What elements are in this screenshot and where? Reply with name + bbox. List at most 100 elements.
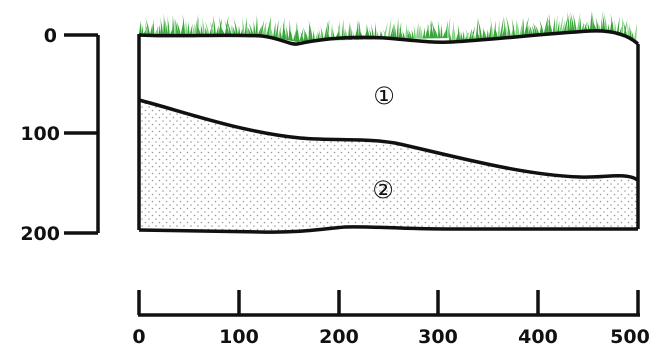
grass-blade [323, 20, 329, 41]
layer-1-label: ① [373, 82, 395, 110]
depth-tick-label-100: 100 [20, 123, 60, 145]
grass-blade [341, 18, 344, 41]
grass-blade [528, 25, 531, 36]
grass-blade [145, 17, 150, 35]
grass-blade [308, 22, 311, 41]
grass-blade [141, 23, 144, 35]
grass-blade [603, 10, 608, 32]
distance-tick-label-0: 0 [132, 326, 145, 348]
grass-blade [601, 11, 606, 32]
grass-blade [633, 22, 638, 41]
grass-blade [242, 16, 245, 35]
grass-blade [539, 19, 544, 35]
grass-blade [231, 25, 236, 35]
grass-blade [289, 27, 293, 41]
grass-blade [244, 16, 247, 35]
grass-blade [174, 18, 177, 35]
grass-blade [197, 26, 201, 35]
grass-blade [383, 21, 388, 40]
grass-blade [391, 26, 395, 40]
grass-blade [160, 17, 164, 35]
grass-blade [592, 21, 597, 31]
grass-blade [413, 24, 417, 39]
grass-blade [422, 26, 426, 39]
grass-blade [431, 19, 436, 39]
grass-blade [451, 20, 454, 41]
grass-blade [437, 20, 441, 39]
distance-tick-label-500: 500 [610, 326, 650, 348]
grass-blade [567, 10, 571, 33]
grass-blade [204, 20, 210, 35]
grass-blade [511, 17, 516, 37]
grass-blade [493, 20, 496, 38]
grass-blade [609, 17, 613, 34]
grass-blade [407, 28, 412, 39]
grass-blade [545, 19, 549, 35]
grass-blade [285, 24, 289, 41]
grass-blade [416, 24, 419, 39]
grass-blade [320, 25, 324, 41]
grass-blade [281, 17, 285, 40]
grass-blade [219, 25, 225, 35]
grass-blade [314, 30, 318, 41]
grass-blade [279, 30, 282, 39]
distance-axis: 0 100 200 300 400 500 [132, 290, 650, 348]
grass-blade [237, 25, 241, 35]
distance-tick-label-200: 200 [319, 326, 359, 348]
grass-blade [543, 14, 549, 35]
grass-blade [572, 13, 577, 33]
grass-blade [600, 17, 604, 31]
grass-blade [209, 20, 214, 35]
grass-blade [465, 28, 469, 40]
grass-blade [411, 29, 414, 39]
grass-blade [193, 13, 199, 35]
grass-blade [226, 20, 232, 35]
grass-blade [264, 21, 267, 36]
grass-blade [614, 19, 617, 35]
grass-blade [578, 17, 582, 32]
grass-blade [523, 16, 529, 36]
grass-blade [532, 24, 535, 36]
grass-blade [303, 28, 309, 41]
grass-blade [628, 23, 632, 40]
grass-blade [631, 29, 634, 40]
grass-blade [303, 29, 307, 41]
grass-blade [387, 17, 392, 40]
grass-blade [569, 13, 573, 33]
profile-bottom-line [138, 225, 638, 234]
grass-blade [347, 21, 351, 41]
grass-blade [204, 26, 208, 35]
grass-blade [427, 23, 430, 39]
grass-blade [244, 21, 249, 35]
grass-blade [374, 22, 377, 40]
grass-blade [233, 18, 238, 35]
grass-blade [253, 20, 256, 35]
grass-blade [255, 14, 258, 35]
grass-blade [482, 27, 485, 39]
grass-blade [330, 22, 333, 41]
grass-blade [570, 11, 575, 33]
grass-blade [446, 16, 451, 39]
grass-blade [365, 23, 368, 40]
grass-blade [503, 17, 507, 38]
grass-blade [196, 16, 199, 35]
grass-blade [156, 25, 159, 35]
grass-blade [532, 22, 538, 35]
grass-blade [620, 15, 624, 37]
grass-blade [394, 22, 397, 40]
grass-blade [490, 16, 494, 39]
grass-blade [308, 20, 313, 41]
grass-blade [295, 22, 300, 43]
grass-blade [475, 18, 478, 40]
grass-blade [185, 20, 188, 35]
grass-blade [563, 15, 569, 33]
grass-blade [230, 23, 234, 35]
grass-blade [515, 18, 518, 37]
grass-blade [407, 29, 410, 39]
grass-blade [300, 31, 304, 41]
depth-tick-label-200: 200 [20, 223, 60, 245]
grass-blade [477, 16, 483, 39]
grass-blade [212, 14, 216, 35]
grass-blade [312, 29, 315, 41]
